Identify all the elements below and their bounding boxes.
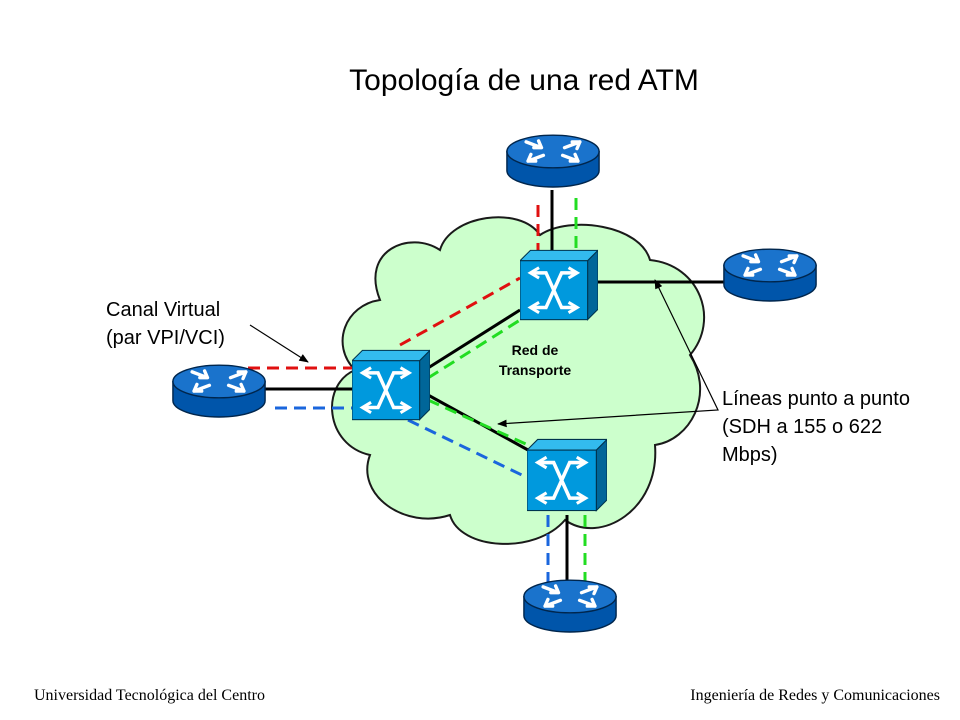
router-top	[505, 133, 601, 189]
router-bottom	[522, 578, 618, 634]
virtual-channel-label-line-1: Canal Virtual	[106, 299, 221, 321]
footer-university: Universidad Tecnológica del Centro	[34, 687, 265, 704]
point-to-point-callout-arrows	[497, 279, 719, 428]
virtual-channel-green	[427, 198, 587, 590]
link-left-switch-to-bottom-switch	[427, 393, 529, 452]
atm-switch-bottom	[527, 437, 607, 513]
transport-network-label-line-1: Red de	[511, 342, 559, 358]
virtual-channel-label-line-2: (par VPI/VCI)	[106, 327, 225, 349]
footer-course: Ingeniería de Redes y Comunicaciones	[690, 687, 940, 704]
router-left	[171, 363, 267, 419]
point-to-point-label-line-3: Mbps)	[722, 444, 778, 466]
router-right	[722, 247, 818, 303]
transport-network-label-line-2: Transporte	[498, 362, 572, 378]
point-to-point-label-line-2: (SDH a 155 o 622	[722, 416, 883, 438]
atm-switch-top	[520, 248, 598, 322]
transport-network-label: Red de Transporte	[470, 340, 600, 380]
page-title: Topología de una red ATM	[349, 64, 699, 97]
virtual-channel-label: Canal Virtual (par VPI/VCI)	[106, 296, 225, 352]
point-to-point-label-line-1: Líneas punto a punto	[722, 388, 910, 410]
virtual-channel-blue	[275, 406, 550, 590]
atm-switch-left	[352, 348, 430, 422]
virtual-channel-callout-arrow	[249, 324, 309, 363]
point-to-point-label: Líneas punto a punto (SDH a 155 o 622 Mb…	[722, 385, 910, 469]
